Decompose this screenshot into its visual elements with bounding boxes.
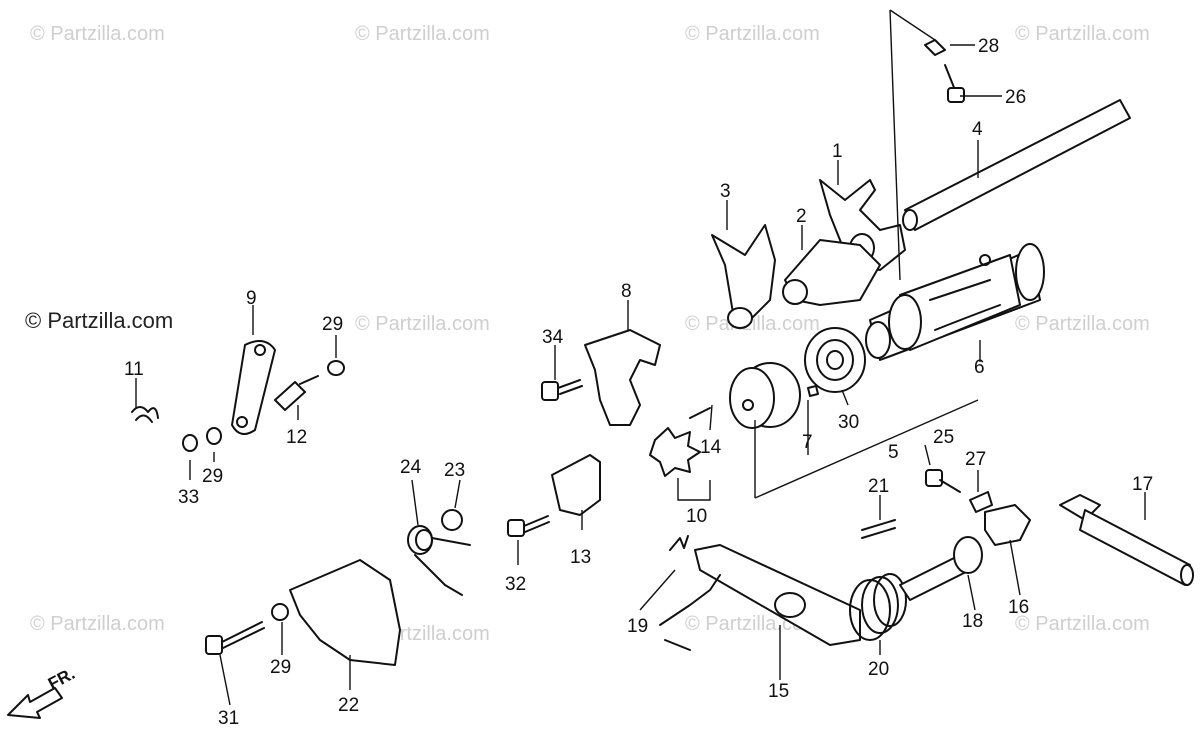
star-cam-plate [649,427,701,477]
callout-8: 8 [621,281,632,302]
callout-25: 25 [933,427,954,448]
bearing [804,327,866,393]
bolt [944,64,965,103]
arrow-icon [7,687,63,719]
spring [669,535,689,551]
callout-4: 4 [972,119,983,140]
fork-shaft [902,99,1131,231]
washer [206,427,222,445]
callout-10: 10 [686,506,707,527]
pin [807,385,819,397]
drum-center [729,362,801,429]
bolt [507,515,550,537]
watermark: © Partzilla.com [1015,23,1150,45]
callout-2: 2 [796,206,807,227]
callout-11: 11 [124,359,144,380]
watermark: © Partzilla.com [30,613,165,635]
callout-5: 5 [888,442,899,463]
callout-15: 15 [768,681,789,702]
callout-31: 31 [218,708,239,729]
collar [441,509,463,531]
callout-30: 30 [838,412,859,433]
watermark: © Partzilla.com [30,23,165,45]
front-direction-arrow: FR. [7,664,78,719]
bolt [541,379,583,401]
bolt [205,621,265,655]
brand-label: © Partzilla.com [25,308,173,333]
spindle-spring [849,573,907,641]
watermark: © Partzilla.com [1015,613,1150,635]
shift-arm [659,544,861,651]
watermark: © Partzilla.com [685,313,820,335]
callout-29c: 29 [270,657,291,678]
callout-33: 33 [178,487,199,508]
shift-fork-2 [782,239,881,306]
callout-24: 24 [400,457,422,478]
direction-label: FR. [45,664,78,694]
callout-34: 34 [542,327,564,348]
clip [924,39,946,56]
callout-19: 19 [627,616,648,637]
callout-9: 9 [246,288,257,309]
bracket [551,454,601,516]
dowel-pin [689,407,711,419]
leader-lines [135,9,1146,706]
callout-12: 12 [286,427,307,448]
callout-1: 1 [832,141,843,162]
clip [969,491,993,513]
return-spring [407,525,471,596]
gearshift-spindle [1059,494,1194,586]
callouts: 28 26 4 1 3 2 8 9 29 34 11 6 30 12 25 7 … [124,36,1153,729]
seal [984,504,1031,546]
watermark: © Partzilla.com [355,313,490,335]
callout-23: 23 [444,460,465,481]
callout-28: 28 [978,36,999,57]
callout-3: 3 [720,181,731,202]
pivot-bolt [274,375,319,411]
callout-27: 27 [965,449,986,470]
stopper-arm [231,340,276,435]
callout-16: 16 [1008,597,1029,618]
washer [327,360,345,376]
watermark: © Partzilla.com [1015,313,1150,335]
shift-drum [865,243,1045,361]
guide-plate [289,559,401,666]
callout-20: 20 [868,659,889,680]
watermark: © Partzilla.com [685,23,820,45]
shift-fork-3 [711,224,776,329]
watermark: © Partzilla.com [355,23,490,45]
callout-17: 17 [1132,474,1153,495]
callout-21: 21 [868,476,889,497]
bolt [925,469,961,493]
washer [271,603,289,621]
callout-13: 13 [570,547,591,568]
spring [131,406,159,423]
callout-32: 32 [505,574,526,595]
pin [861,519,896,539]
callout-18: 18 [962,611,983,632]
callout-14: 14 [700,437,722,458]
callout-6: 6 [974,357,985,378]
stopper-plate [584,329,661,426]
collar [953,536,983,574]
callout-29b: 29 [202,466,223,487]
callout-29a: 29 [322,314,343,335]
collar [182,434,198,452]
callout-26: 26 [1005,87,1026,108]
callout-22: 22 [338,695,359,716]
callout-7: 7 [802,432,813,453]
